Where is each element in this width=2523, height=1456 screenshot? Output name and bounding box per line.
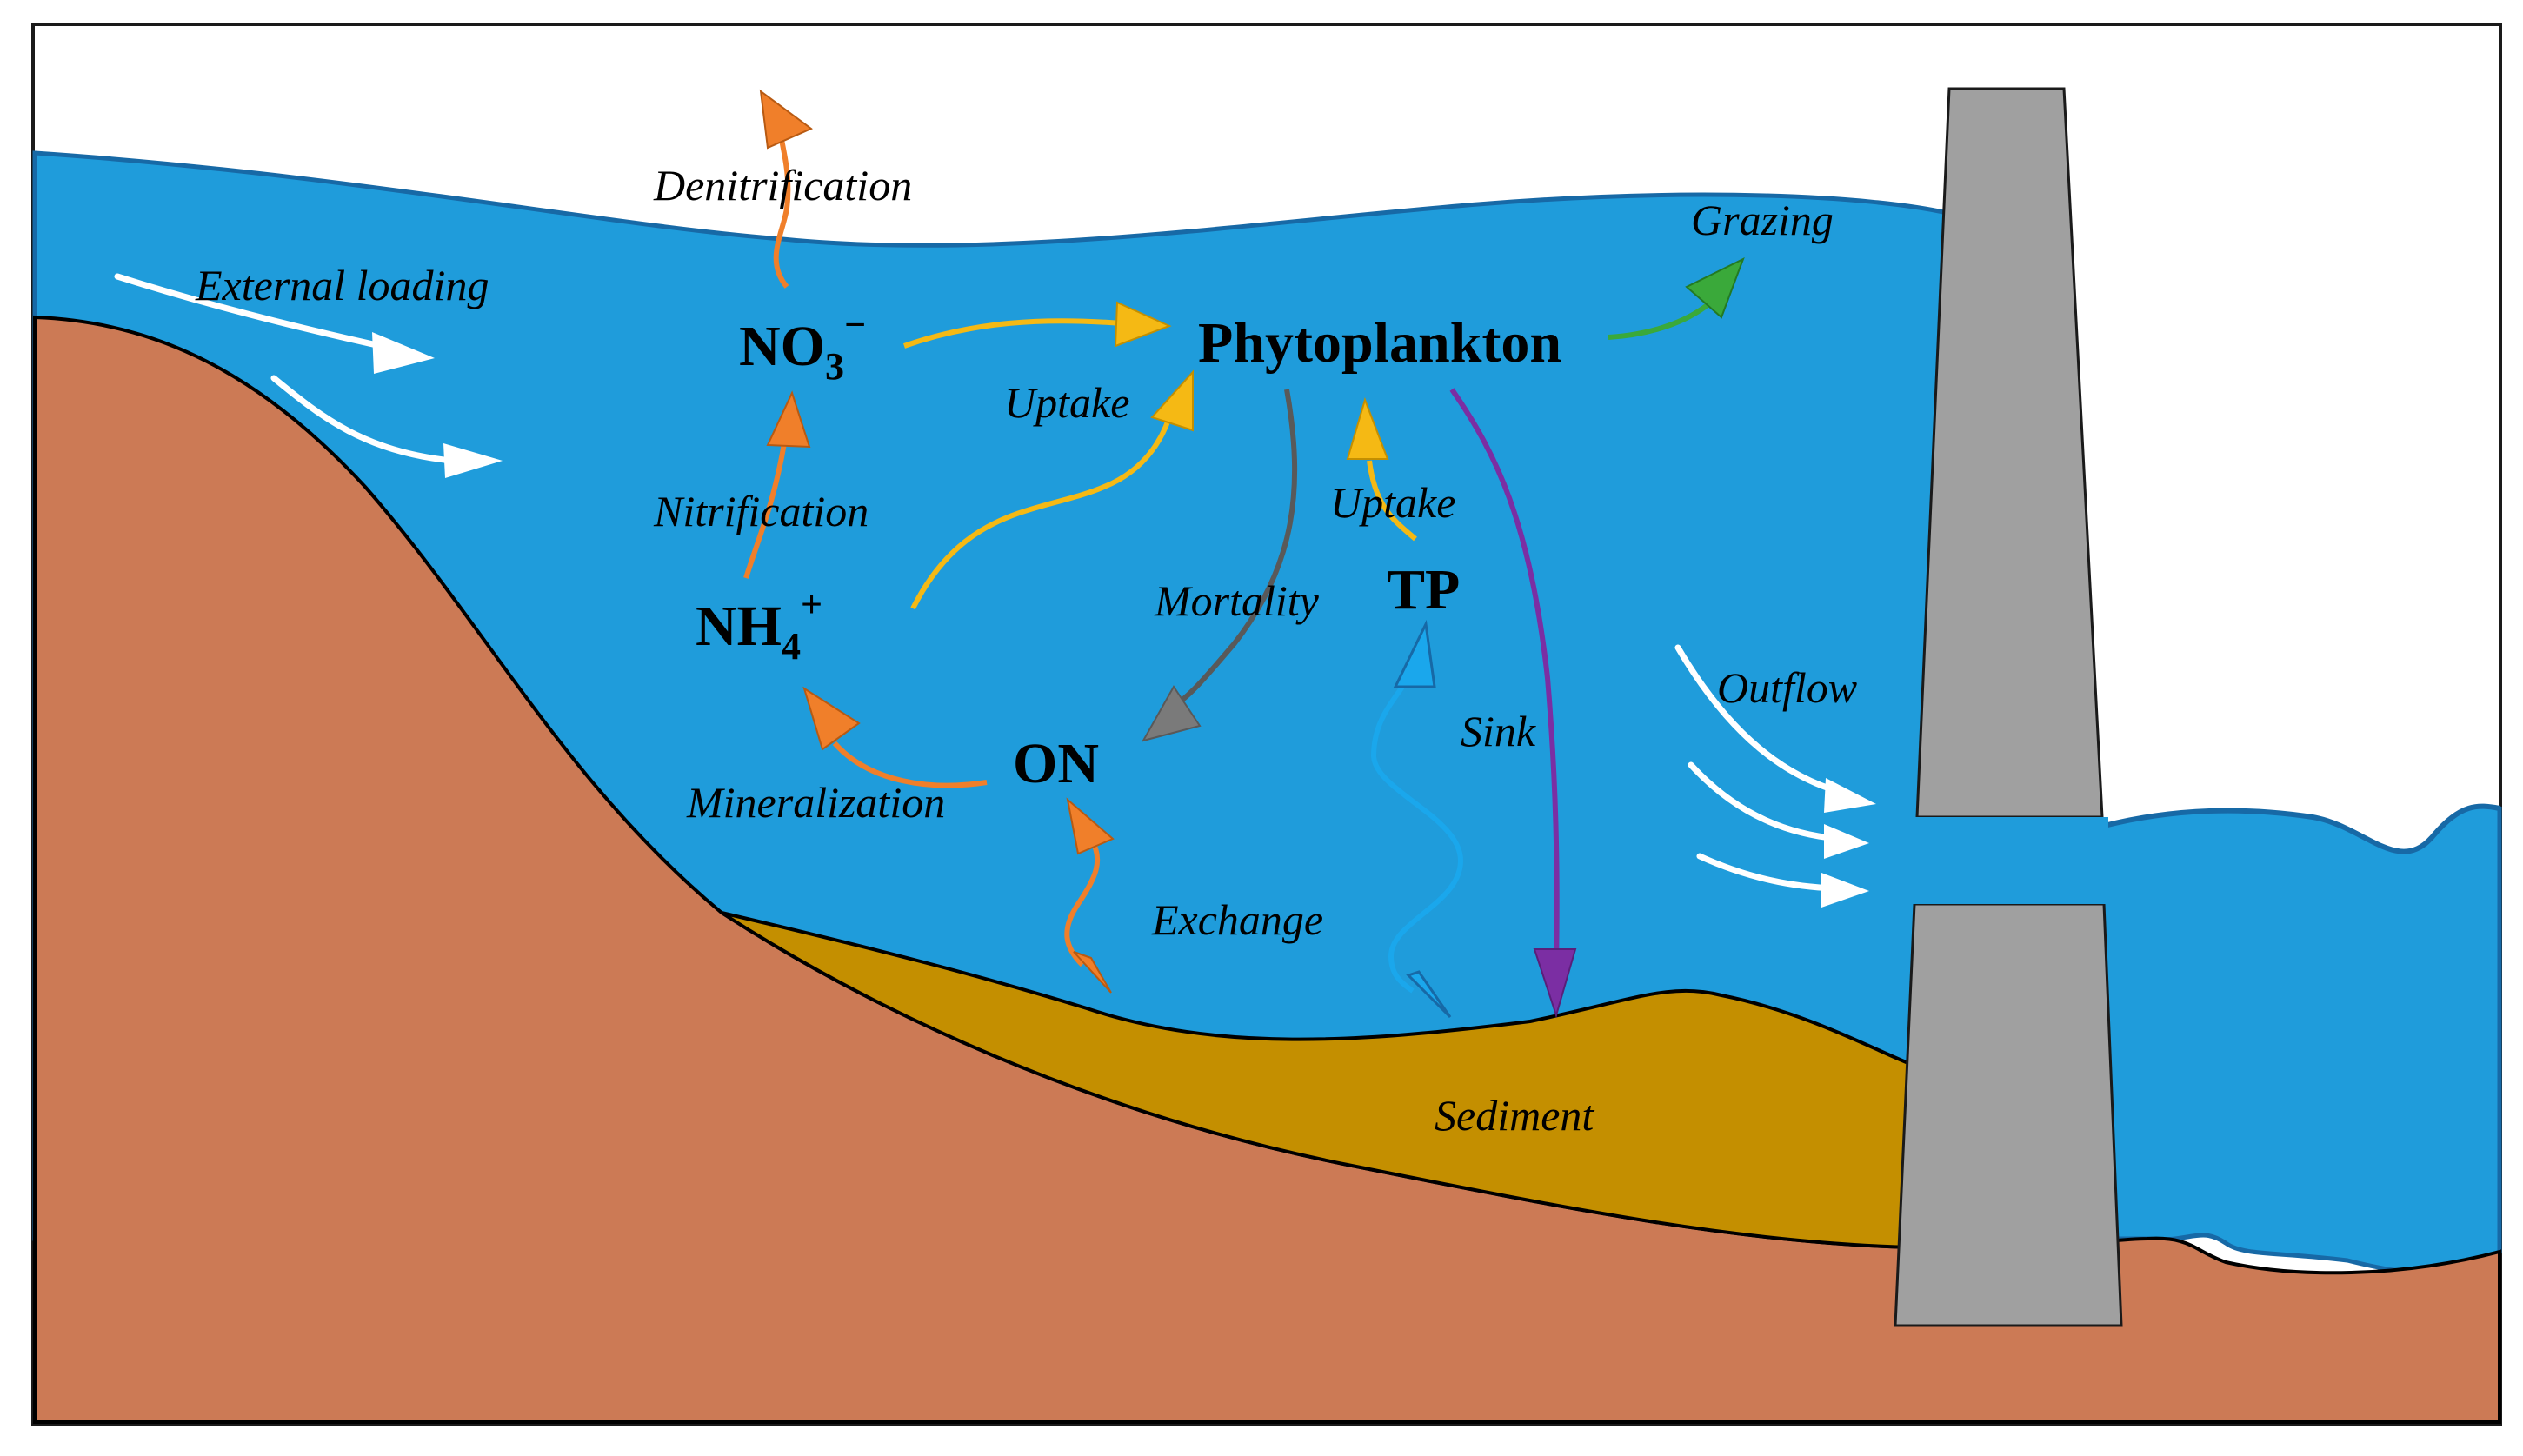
dam-lower [1894,902,2123,1327]
external-loading-arrowhead-2 [443,443,503,478]
uptake-ammonium-arrow [910,408,1175,610]
mortality-label: Mortality [1154,576,1320,625]
mineralization-arrow [832,741,988,788]
outflow-arrow-1 [1674,644,1847,796]
nitrification-arrow [743,442,787,579]
phosphorus-exchange-arrowhead-top [1393,619,1436,688]
mortality-arrow [1172,389,1298,708]
uptake-ammonium-arrowhead [1150,369,1194,432]
ammonium-base: NH [696,595,782,658]
sink-arrow [1449,388,1560,966]
exchange-label: Exchange [1151,895,1323,944]
uptake-nitrate-arrow [903,318,1122,349]
nitrate-subscript: 3 [825,345,844,388]
nitrate-label: NO3− [739,303,866,388]
mortality-arrowhead [1141,685,1202,742]
sink-arrowhead [1533,948,1577,1019]
external-loading-arrow-1 [114,273,412,356]
outflow-arrowhead-3 [1821,873,1869,908]
phosphorus-exchange-arrowhead-bottom [1406,970,1452,1019]
ammonium-label: NH4+ [696,583,822,668]
uptake-phosphorus-label: Uptake [1330,478,1455,527]
phosphorus-exchange-arrow [1370,676,1464,994]
sink-label: Sink [1461,707,1536,755]
mineralization-label: Mineralization [686,778,945,827]
uptake-phosphorus-arrowhead [1346,396,1389,460]
nitrate-superscript: − [844,303,866,346]
organic-nitrogen-label: ON [1013,732,1099,795]
nitrate-base: NO [739,315,825,378]
ammonium-superscript: + [801,583,822,626]
downstream-surface [2103,803,2500,854]
nitrification-label: Nitrification [653,487,869,535]
exchange-arrow [1064,837,1101,967]
sediment-layer [720,911,1914,1250]
denitrification-arrowhead [759,89,813,150]
outflow-arrow-3 [1696,853,1838,892]
outflow-arrow-2 [1688,761,1842,842]
uptake-phosphorus-arrow [1367,460,1417,542]
external-loading-arrowhead-1 [372,332,435,374]
ammonium-subscript: 4 [782,625,801,668]
uptake-nitrate-arrowhead [1114,301,1172,348]
external-loading-arrow-2 [270,375,456,464]
grazing-arrow [1608,302,1710,340]
dam-spillway-water [1913,817,2108,904]
exchange-arrowhead-top [1066,797,1115,855]
grazing-label: Grazing [1691,196,1834,244]
outflow-label: Outflow [1717,663,1857,712]
total-phosphorus-label: TP [1387,558,1460,622]
outflow-arrowhead-1 [1824,778,1876,813]
sediment-label: Sediment [1435,1091,1594,1140]
grazing-arrowhead [1685,256,1745,319]
mineralization-arrowhead [802,686,861,751]
uptake-nitrate-label: Uptake [1004,378,1129,427]
outflow-arrowhead-2 [1824,824,1869,859]
external-loading-label: External loading [195,261,489,309]
exchange-arrowhead-bottom [1073,951,1112,994]
denitrification-arrow [773,121,791,289]
nitrification-arrowhead [766,390,811,449]
phytoplankton-label: Phytoplankton [1198,311,1561,375]
denitrification-label: Denitrification [653,161,912,209]
